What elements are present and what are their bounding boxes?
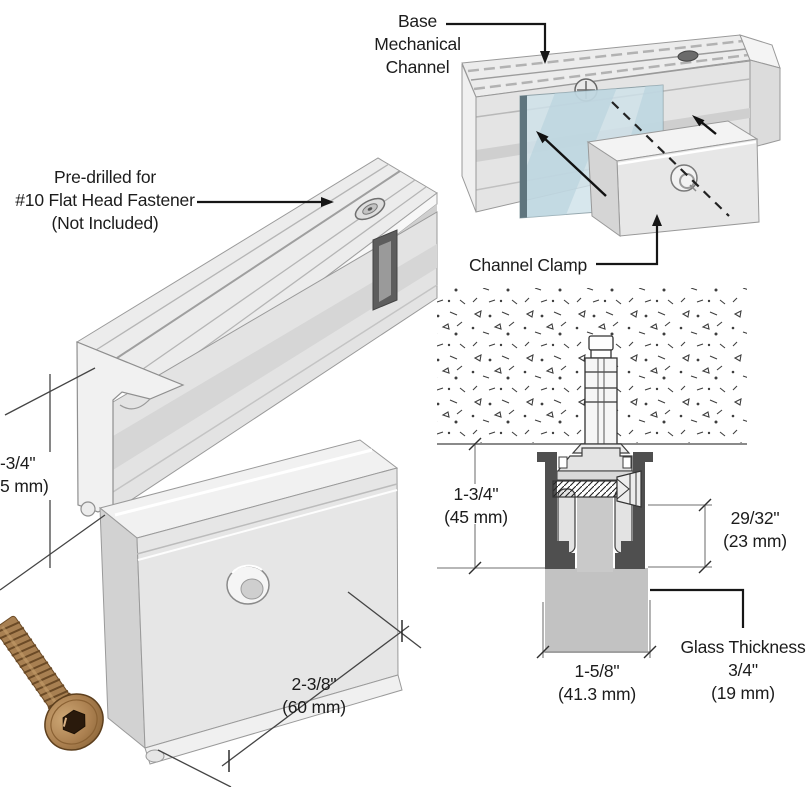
dim-clamp-width: 2-3/8" (60 mm) <box>266 673 362 719</box>
dim-line-text: 5 mm) <box>0 476 49 496</box>
dim-base-width: 1-5/8" (41.3 mm) <box>542 660 652 706</box>
label-line: Channel Clamp <box>468 255 588 275</box>
dim-line-text: (45 mm) <box>444 507 508 527</box>
label-predrilled-fastener: Pre-drilled for #10 Flat Head Fastener (… <box>14 166 196 235</box>
dim-reveal: 29/32" (23 mm) <box>712 507 798 553</box>
dim-channel-height-cropped: -3/4" 5 mm) <box>0 452 49 498</box>
iso-assembly-arrows <box>536 115 717 197</box>
flat-head-screw <box>0 615 104 751</box>
dim-line-text: (23 mm) <box>723 531 787 551</box>
dim-line-text: 2-3/8" <box>291 674 337 694</box>
iso-fastener-axis-dashed <box>611 101 730 217</box>
label-line: Base <box>397 11 438 31</box>
label-line: Mechanical <box>374 34 461 54</box>
iso-channel-clamp <box>586 120 760 238</box>
label-line: Glass Thickness <box>680 637 806 657</box>
dim-line-text: 29/32" <box>730 508 780 528</box>
dim-line-text: -3/4" <box>0 453 36 473</box>
label-line: (19 mm) <box>711 683 775 703</box>
leader-lines <box>197 22 745 628</box>
label-base-mechanical-channel: Base Mechanical Channel <box>360 10 475 79</box>
label-line: #10 Flat Head Fastener <box>15 190 195 210</box>
dim-line-text: 1-3/4" <box>453 484 499 504</box>
dim-line-text: (60 mm) <box>282 697 346 717</box>
cross-section <box>437 288 747 653</box>
label-line: Channel <box>385 57 450 77</box>
label-channel-clamp: Channel Clamp <box>461 254 595 277</box>
clamp-block <box>98 439 403 765</box>
section-clamp-bolt <box>552 470 642 508</box>
dimension-lines <box>0 367 712 787</box>
section-glass <box>545 568 648 653</box>
label-line: Pre-drilled for <box>53 167 157 187</box>
dim-section-height: 1-3/4" (45 mm) <box>434 483 518 529</box>
dim-line-text: (41.3 mm) <box>558 684 636 704</box>
label-line: 3/4" <box>728 660 758 680</box>
dim-line-text: 1-5/8" <box>574 661 620 681</box>
anchor-stud <box>584 335 618 445</box>
label-glass-thickness: Glass Thickness 3/4" (19 mm) <box>668 636 812 705</box>
label-line: (Not Included) <box>51 213 159 233</box>
